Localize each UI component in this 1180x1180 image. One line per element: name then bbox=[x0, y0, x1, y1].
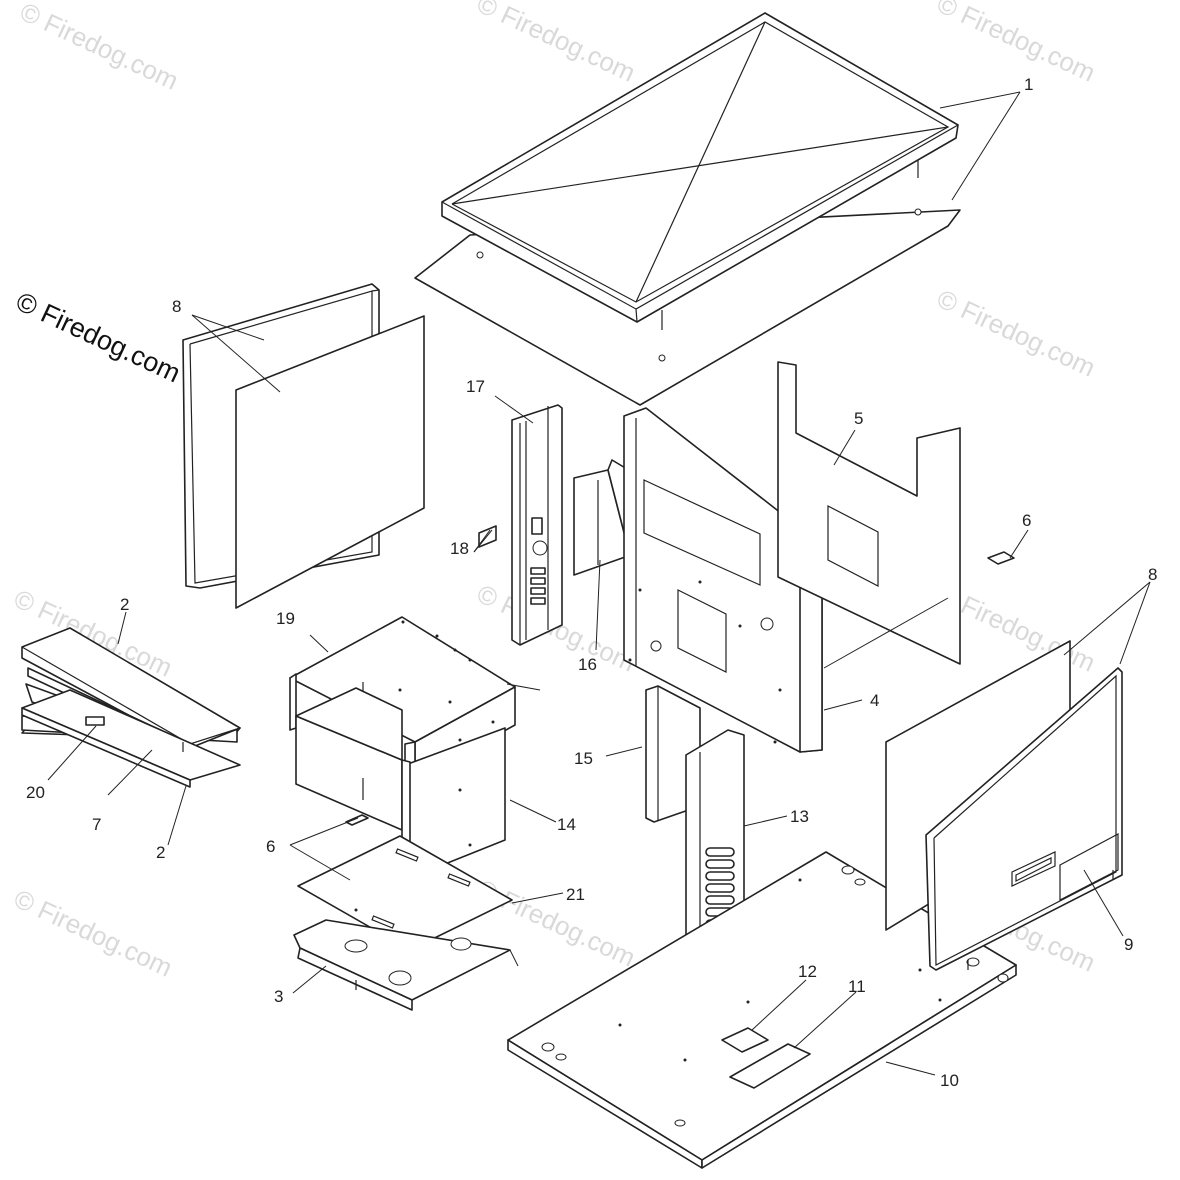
part-3-base-tray bbox=[293, 919, 519, 1011]
callout-2: 2 bbox=[120, 595, 129, 614]
callout-13: 13 bbox=[790, 807, 809, 826]
part-6-clip-right bbox=[987, 551, 1015, 565]
callout-14: 14 bbox=[557, 815, 576, 834]
part-1-top-cover bbox=[414, 12, 961, 406]
callout-3: 3 bbox=[274, 987, 283, 1006]
part-5-heat-shield bbox=[777, 361, 961, 665]
part-17-control-channel bbox=[511, 404, 563, 646]
leader-lines bbox=[47, 91, 1151, 1076]
watermark-faint: © Firedog.com bbox=[472, 0, 640, 88]
callout-21: 21 bbox=[566, 885, 585, 904]
callout-19: 19 bbox=[276, 609, 295, 628]
callout-labels: 1 8 17 5 18 6 8 2 19 16 4 15 20 7 13 14 … bbox=[26, 75, 1157, 1090]
watermark-prominent: © Firedog.com bbox=[11, 286, 185, 388]
part-13-louvered-trim bbox=[685, 729, 745, 966]
watermark-faint: © Firedog.com bbox=[932, 283, 1100, 382]
callout-12: 12 bbox=[798, 962, 817, 981]
callout-10: 10 bbox=[940, 1071, 959, 1090]
callout-17: 17 bbox=[466, 377, 485, 396]
callout-20: 20 bbox=[26, 783, 45, 802]
part-18-label bbox=[478, 525, 497, 548]
callout-2: 2 bbox=[156, 843, 165, 862]
callout-16: 16 bbox=[578, 655, 597, 674]
watermark-faint: © Firedog.com bbox=[9, 883, 177, 982]
part-8-left-side-panel bbox=[182, 283, 425, 609]
callout-11: 11 bbox=[848, 977, 866, 996]
callout-9: 9 bbox=[1124, 935, 1133, 954]
callout-15: 15 bbox=[574, 749, 593, 768]
callout-18: 18 bbox=[450, 539, 469, 558]
callout-5: 5 bbox=[854, 409, 863, 428]
callout-8: 8 bbox=[172, 297, 181, 316]
part-8-right-side-panel bbox=[885, 640, 1123, 971]
watermark-faint: © Firedog.com bbox=[15, 0, 183, 96]
part-14-lower-box bbox=[295, 687, 506, 879]
watermark-faint: © Firedog.com bbox=[932, 0, 1100, 88]
callout-7: 7 bbox=[92, 815, 101, 834]
watermark-faint: © Firedog.com bbox=[472, 873, 640, 972]
callout-4: 4 bbox=[870, 691, 879, 710]
callout-8: 8 bbox=[1148, 565, 1157, 584]
callout-6: 6 bbox=[1022, 511, 1031, 530]
part-2-7-trim-boards bbox=[21, 627, 241, 788]
callout-1: 1 bbox=[1024, 75, 1033, 94]
callout-6: 6 bbox=[266, 837, 275, 856]
